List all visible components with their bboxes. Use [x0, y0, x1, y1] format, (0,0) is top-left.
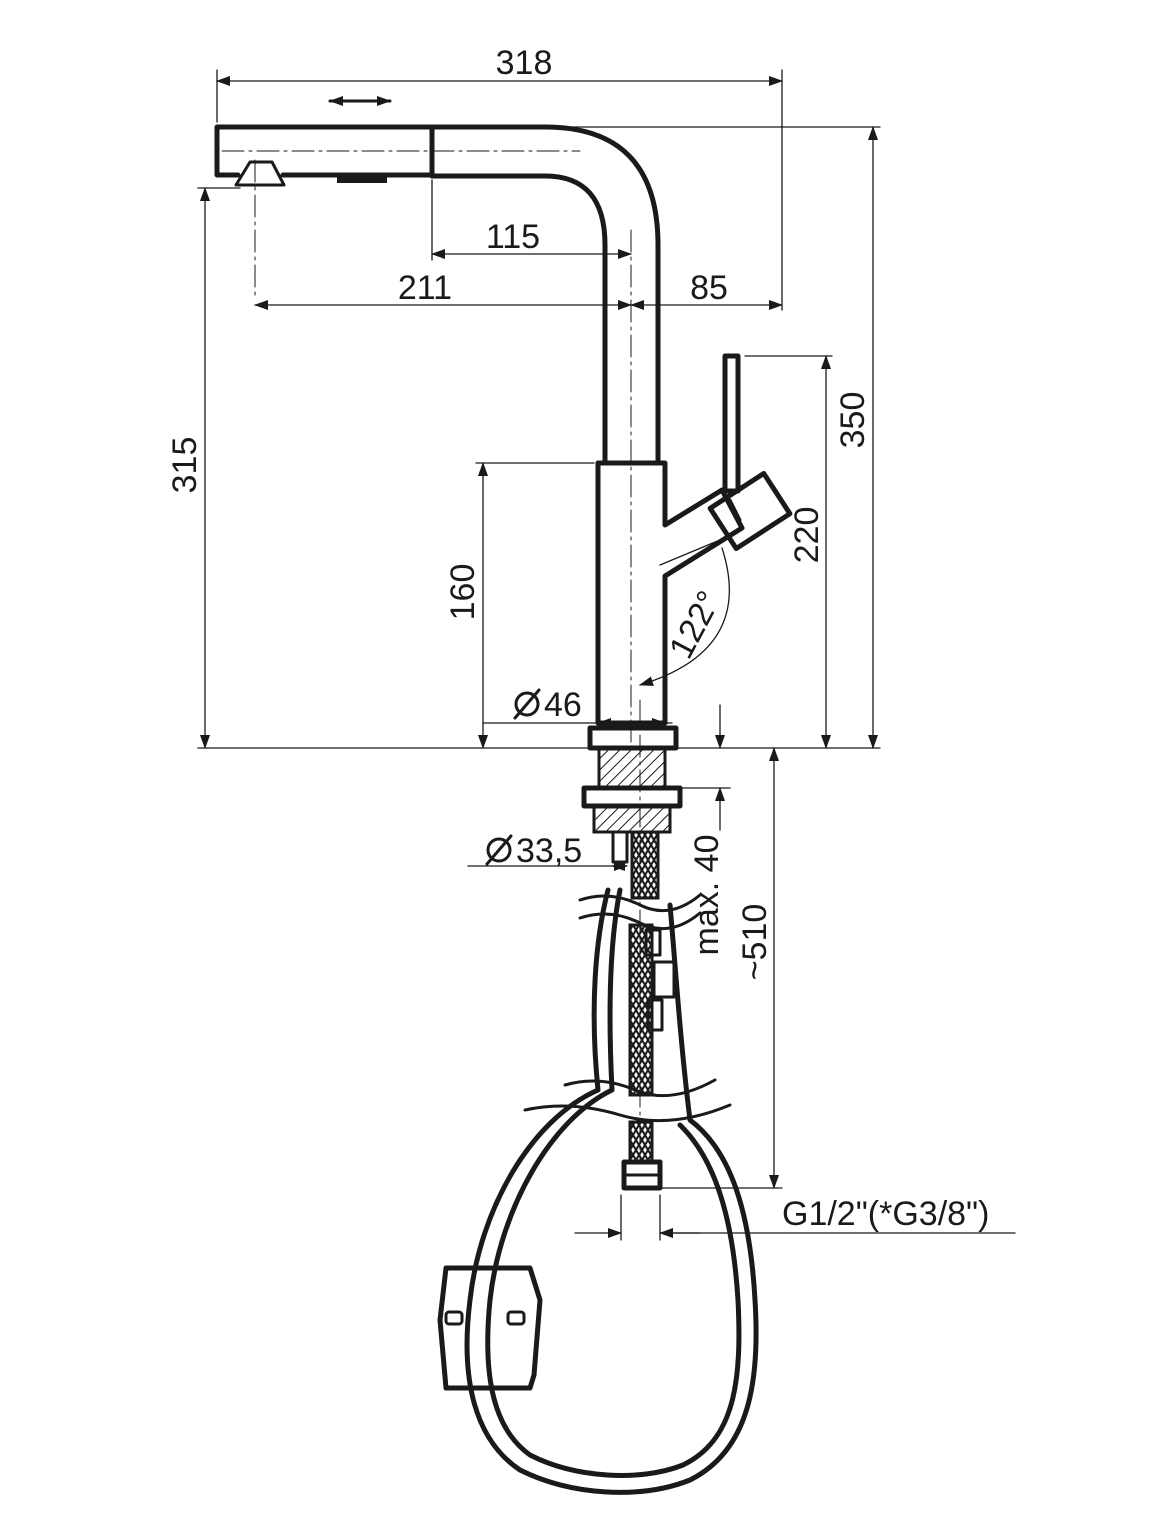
dim-pullout: 115 [486, 218, 540, 256]
pullout-hose-loop [464, 887, 759, 1495]
angle-arc [639, 547, 730, 686]
dim-lever-angle: 122° [662, 585, 729, 665]
spout-tube [429, 124, 661, 466]
dim-mount-hole-diameter: 33,5 [516, 832, 582, 870]
break-line [563, 1078, 717, 1098]
diameter-symbol [513, 688, 541, 720]
dimensions: 318 115 211 85 315 350 220 160 122 [166, 44, 1016, 1241]
dim-outlet-height: 315 [166, 437, 204, 494]
dim-max-thickness: max. 40 [688, 835, 726, 956]
dim-body-diameter: 46 [544, 686, 582, 724]
dim-hose-length: ~510 [736, 904, 774, 981]
diameter-symbol [485, 834, 513, 866]
center-lines [221, 150, 641, 1161]
base-flange [587, 725, 679, 751]
pull-button-mark [337, 175, 387, 183]
dim-total-height: 350 [834, 392, 872, 449]
dim-body-to-edge: 85 [690, 269, 728, 307]
lever-handle [707, 353, 793, 552]
supply-hose [621, 830, 676, 1191]
mounting-assembly [581, 746, 683, 864]
dim-body-height: 160 [444, 564, 482, 621]
break-line [523, 1103, 732, 1123]
dim-spout-reach: 211 [398, 269, 452, 307]
spray-outlet [234, 160, 286, 187]
dim-lever-height: 220 [788, 507, 826, 564]
dim-connection-thread: G1/2"(*G3/8") [782, 1195, 989, 1233]
dim-overall-width: 318 [496, 44, 553, 82]
counterweight [437, 1265, 543, 1391]
faucet-outline [214, 124, 793, 1495]
